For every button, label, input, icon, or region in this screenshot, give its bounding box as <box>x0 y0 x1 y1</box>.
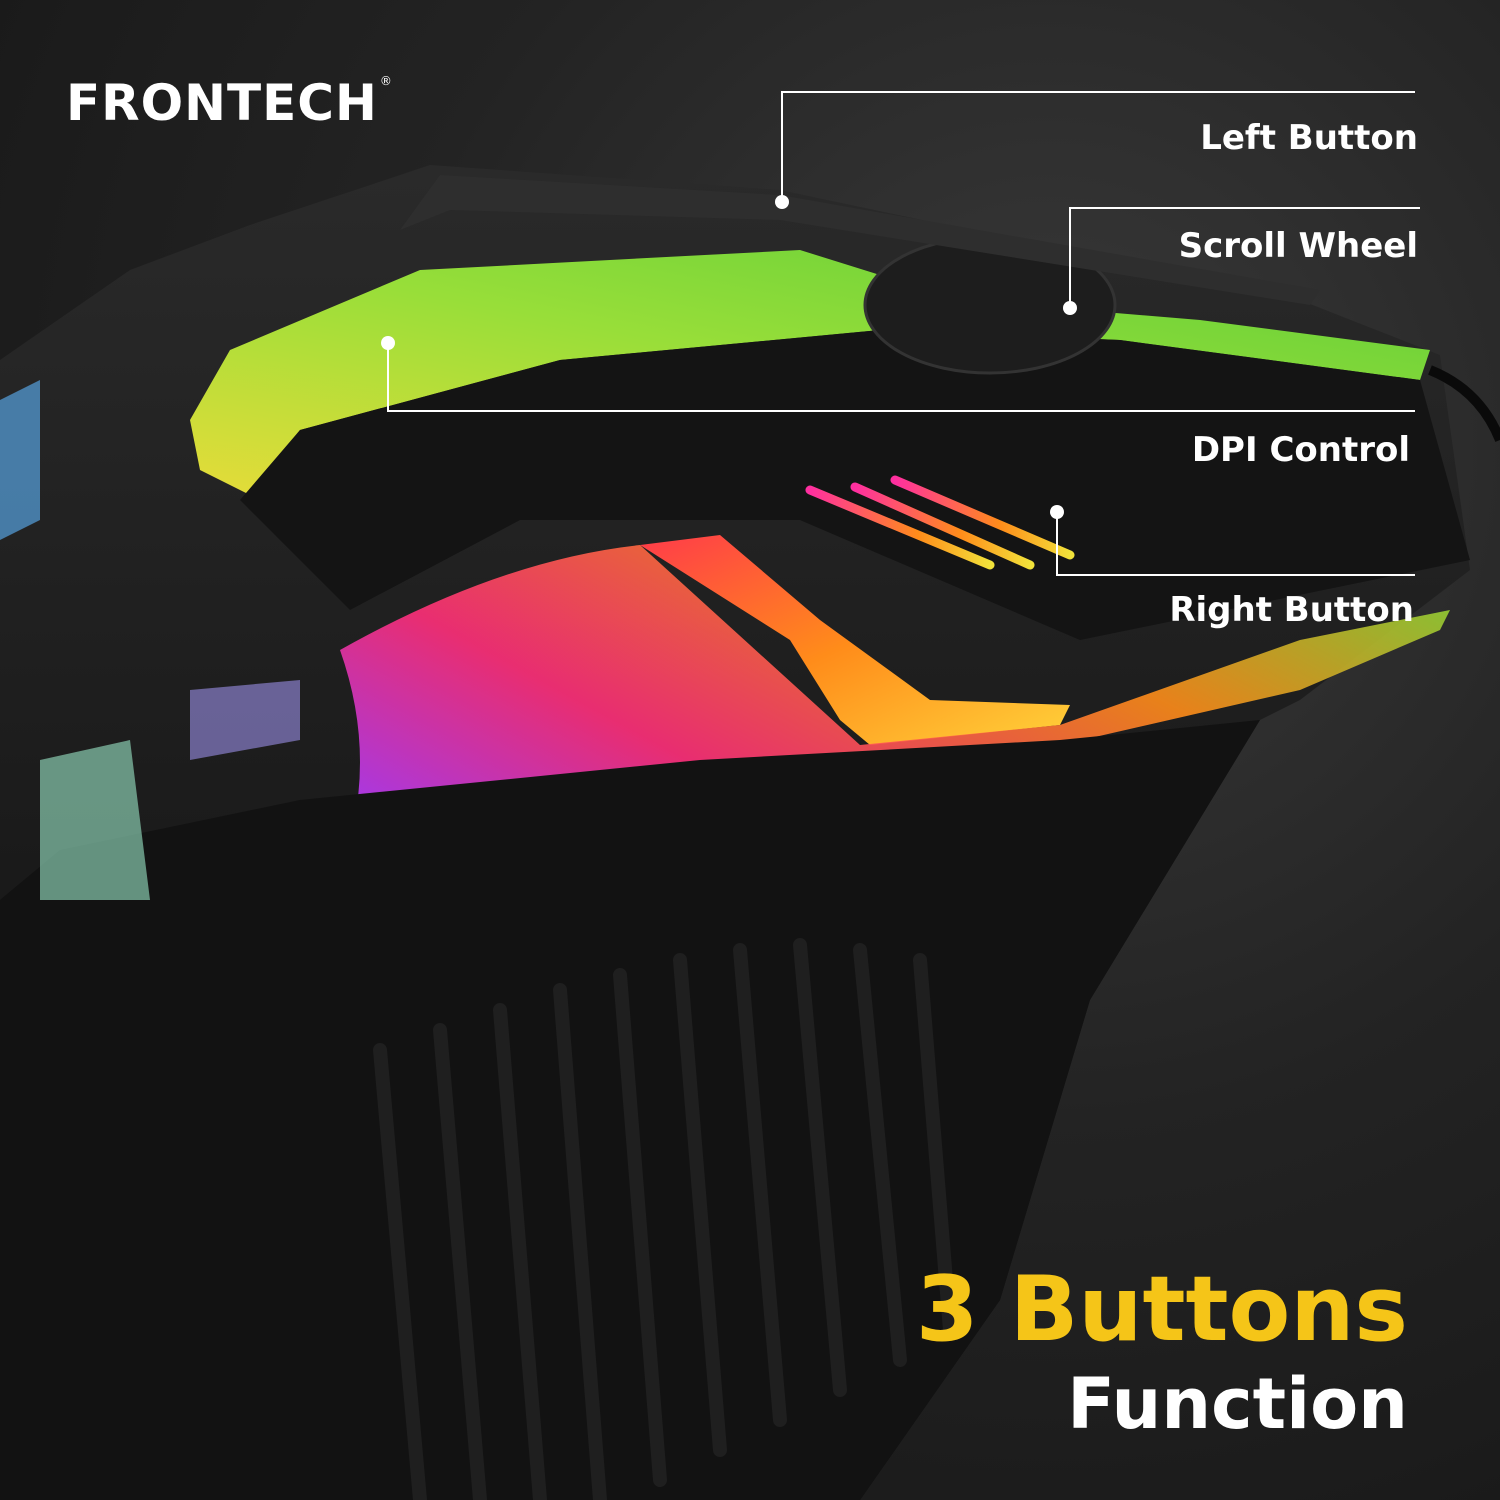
side-light-blue <box>0 380 40 540</box>
callout-leaders <box>387 91 1420 576</box>
callout-right-button: Right Button <box>1169 590 1414 630</box>
callout-dots <box>381 195 1077 519</box>
mouse-cable <box>1428 365 1500 442</box>
registered-mark: ® <box>379 74 393 88</box>
headline-line1: 3 Buttons <box>915 1257 1408 1362</box>
side-light-cyan <box>40 740 150 900</box>
dpi-indicator-stripes <box>805 475 1075 570</box>
callout-dpi-control: DPI Control <box>1191 430 1410 470</box>
left-button-dot <box>775 195 789 209</box>
brand-name: FRONTECH <box>66 74 378 132</box>
green-rgb-glow <box>190 250 1430 495</box>
headline-line2: Function <box>1067 1363 1408 1445</box>
orange-rgb-glow <box>640 535 1070 745</box>
right-button-dot <box>1050 505 1064 519</box>
rgb-side-strip <box>0 545 1450 1330</box>
callout-left-button: Left Button <box>1200 118 1418 158</box>
callout-scroll-wheel: Scroll Wheel <box>1178 226 1418 266</box>
headline: 3 Buttons Function <box>915 1257 1408 1445</box>
grip-ridges <box>373 938 957 1500</box>
side-light-violet <box>190 680 300 760</box>
brand-logo: FRONTECH® <box>66 74 393 132</box>
scroll-wheel-dot <box>1063 301 1077 315</box>
dpi-control-dot <box>381 336 395 350</box>
top-shell-edge <box>400 175 1320 305</box>
